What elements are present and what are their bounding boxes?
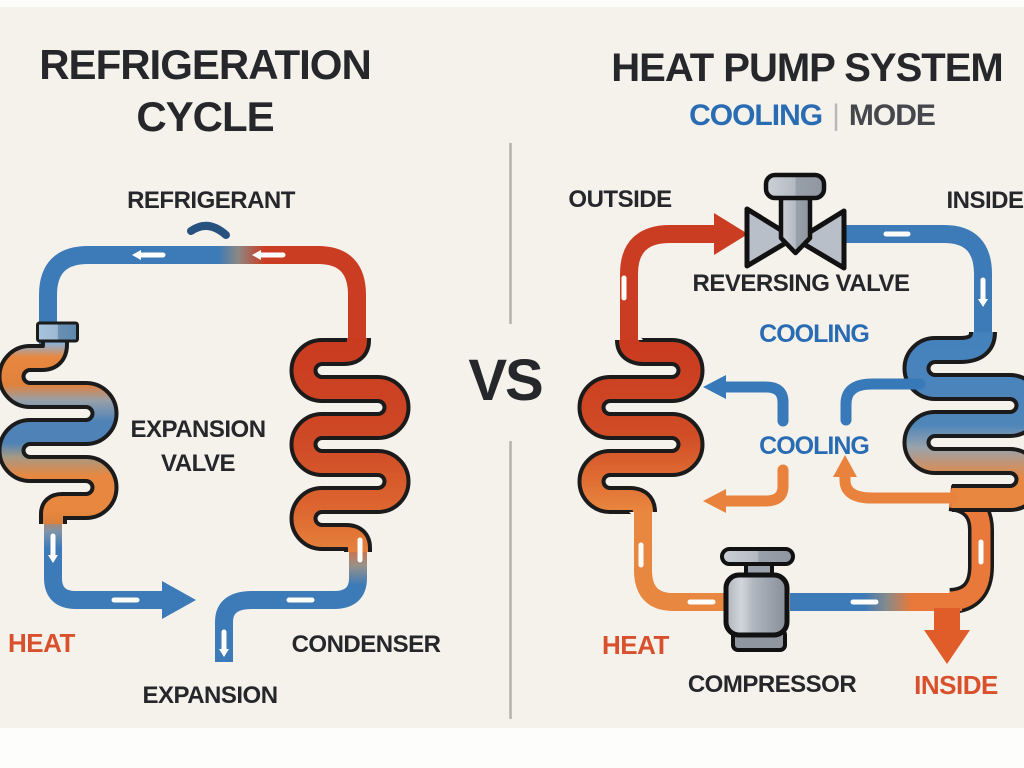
hot-gas-pipe: [620, 225, 716, 347]
cooling-arrow-upper-left: [720, 381, 789, 427]
cooling-arrow-lower-right: [839, 468, 958, 504]
label-outside: OUTSIDE: [568, 186, 672, 213]
label-refrigerant: REFRIGERANT: [127, 187, 295, 214]
top-pipe: [39, 246, 366, 347]
right-title: HEAT PUMP SYSTEM: [611, 46, 1003, 90]
cooling-stub-upper-right: [840, 378, 926, 426]
indoor-coil: [902, 330, 1024, 512]
condenser-coil: [289, 337, 411, 552]
mode-active-label: COOLING: [689, 99, 823, 132]
label-condenser: CONDENSER: [291, 631, 441, 658]
vs-label: VS: [468, 348, 543, 413]
compressor-icon: [720, 547, 795, 652]
label-cooling-upper: COOLING: [759, 320, 870, 348]
label-expansion-bottom: EXPANSION: [142, 682, 278, 709]
reversing-valve-icon: [744, 172, 847, 271]
hot-gas-arrowhead: [714, 213, 748, 255]
coil-connector: [36, 321, 79, 343]
mode-subtitle: COOLING |MODE: [689, 99, 936, 132]
cold-line-pipe: [846, 225, 992, 336]
label-compressor: COMPRESSOR: [687, 671, 857, 698]
evaporator-coil: [0, 330, 119, 524]
cooling-arrow-lower-left: [720, 464, 789, 507]
expansion-outlet-pipe: [44, 518, 162, 609]
label-expansion-valve-line1: EXPANSION: [130, 416, 266, 443]
indoor-coil-outlet-pipe: [790, 485, 994, 614]
label-heat-left: HEAT: [8, 628, 75, 658]
left-title-line1: REFRIGERATION: [39, 41, 372, 88]
label-expansion-valve-line2: VALVE: [161, 450, 235, 477]
left-title-line2: CYCLE: [136, 93, 274, 140]
paper-background: [0, 7, 1024, 748]
mode-separator: |: [832, 99, 840, 132]
mode-label: MODE: [848, 99, 936, 132]
flow-arrowhead-right: [162, 581, 196, 619]
heat-pump-diagram: [577, 172, 1024, 664]
outdoor-coil: [577, 337, 705, 515]
refrigerant-flow-arrow-icon: [187, 221, 230, 239]
label-reversing-valve: REVERSING VALVE: [692, 270, 910, 297]
label-cooling-lower: COOLING: [759, 432, 870, 460]
flow-dashes-left: [48, 250, 363, 657]
label-inside-bottom: INSIDE: [914, 670, 998, 700]
flow-dashes-right: [621, 231, 988, 605]
cooling-flow-arrows: [703, 375, 958, 513]
label-heat-right: HEAT: [602, 630, 669, 660]
label-inside-top: INSIDE: [946, 187, 1024, 214]
refrigeration-cycle-diagram: [0, 221, 411, 662]
outdoor-coil-outlet-pipe: [634, 508, 730, 611]
heat-to-inside-arrow: [924, 608, 970, 664]
